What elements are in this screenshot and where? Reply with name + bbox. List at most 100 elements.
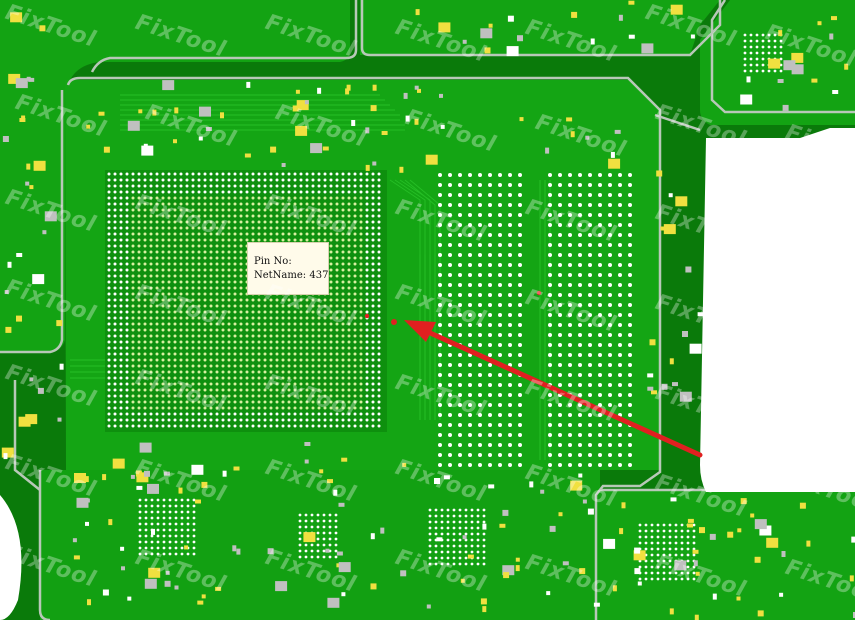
bga-ball[interactable] (341, 346, 345, 350)
bga-ball[interactable] (588, 323, 592, 327)
component-pad[interactable] (372, 161, 377, 166)
bga-ball[interactable] (628, 463, 632, 467)
bga-ball[interactable] (215, 352, 219, 356)
bga-ball[interactable] (203, 226, 207, 230)
bga-ball[interactable] (137, 208, 141, 212)
bga-ball[interactable] (119, 394, 123, 398)
bga-ball[interactable] (353, 412, 357, 416)
bga-ball[interactable] (428, 508, 432, 512)
bga-ball[interactable] (287, 418, 291, 422)
bga-ball[interactable] (434, 532, 438, 536)
bga-ball[interactable] (311, 418, 315, 422)
bga-ball[interactable] (548, 343, 552, 347)
bga-ball[interactable] (305, 388, 309, 392)
bga-ball[interactable] (498, 183, 502, 187)
bga-ball[interactable] (245, 400, 249, 404)
bga-ball[interactable] (203, 244, 207, 248)
bga-ball[interactable] (125, 376, 129, 380)
component-pad[interactable] (578, 473, 583, 478)
bga-ball[interactable] (287, 424, 291, 428)
bga-ball[interactable] (488, 393, 492, 397)
bga-ball[interactable] (185, 424, 189, 428)
bga-ball[interactable] (482, 544, 486, 548)
bga-ball[interactable] (131, 298, 135, 302)
bga-ball[interactable] (365, 406, 369, 410)
bga-ball[interactable] (335, 268, 339, 272)
bga-ball[interactable] (257, 364, 261, 368)
bga-ball[interactable] (438, 343, 442, 347)
bga-ball[interactable] (478, 303, 482, 307)
bga-ball[interactable] (227, 298, 231, 302)
component-pad[interactable] (381, 131, 388, 135)
bga-ball[interactable] (448, 243, 452, 247)
component-pad[interactable] (712, 593, 717, 600)
bga-ball[interactable] (173, 394, 177, 398)
bga-ball[interactable] (335, 190, 339, 194)
bga-ball[interactable] (209, 406, 213, 410)
component-pad[interactable] (549, 525, 556, 532)
bga-ball[interactable] (119, 202, 123, 206)
bga-ball[interactable] (239, 394, 243, 398)
bga-ball[interactable] (287, 214, 291, 218)
bga-ball[interactable] (608, 373, 612, 377)
bga-ball[interactable] (468, 383, 472, 387)
bga-ball[interactable] (508, 223, 512, 227)
bga-ball[interactable] (143, 274, 147, 278)
bga-ball[interactable] (478, 413, 482, 417)
bga-ball[interactable] (518, 323, 522, 327)
bga-ball[interactable] (275, 316, 279, 320)
bga-ball[interactable] (299, 358, 303, 362)
bga-ball[interactable] (322, 537, 326, 541)
component-pad[interactable] (674, 560, 687, 571)
bga-ball[interactable] (156, 552, 160, 556)
bga-ball[interactable] (476, 514, 480, 518)
bga-ball[interactable] (239, 172, 243, 176)
bga-ball[interactable] (680, 571, 684, 575)
bga-ball[interactable] (299, 178, 303, 182)
bga-ball[interactable] (578, 323, 582, 327)
bga-ball[interactable] (245, 238, 249, 242)
bga-ball[interactable] (180, 498, 184, 502)
bga-ball[interactable] (323, 382, 327, 386)
bga-ball[interactable] (749, 33, 753, 37)
bga-ball[interactable] (438, 383, 442, 387)
bga-ball[interactable] (446, 556, 450, 560)
bga-ball[interactable] (143, 262, 147, 266)
bga-ball[interactable] (578, 223, 582, 227)
bga-ball[interactable] (107, 178, 111, 182)
bga-ball[interactable] (161, 376, 165, 380)
bga-ball[interactable] (137, 262, 141, 266)
bga-ball[interactable] (119, 316, 123, 320)
bga-ball[interactable] (197, 190, 201, 194)
bga-ball[interactable] (221, 322, 225, 326)
bga-ball[interactable] (209, 208, 213, 212)
bga-ball[interactable] (341, 268, 345, 272)
bga-ball[interactable] (482, 562, 486, 566)
bga-ball[interactable] (468, 173, 472, 177)
bga-ball[interactable] (275, 358, 279, 362)
bga-ball[interactable] (257, 382, 261, 386)
bga-ball[interactable] (203, 190, 207, 194)
bga-ball[interactable] (365, 346, 369, 350)
bga-ball[interactable] (179, 388, 183, 392)
bga-ball[interactable] (458, 403, 462, 407)
component-pad[interactable] (281, 163, 286, 167)
bga-secondary-chip[interactable] (438, 173, 632, 467)
bga-ball[interactable] (608, 393, 612, 397)
bga-ball[interactable] (359, 370, 363, 374)
bga-ball[interactable] (468, 273, 472, 277)
bga-ball[interactable] (365, 250, 369, 254)
bga-ball[interactable] (257, 214, 261, 218)
component-pad[interactable] (619, 528, 624, 535)
bga-ball[interactable] (293, 232, 297, 236)
bga-ball[interactable] (167, 202, 171, 206)
bga-ball[interactable] (191, 424, 195, 428)
bga-ball[interactable] (488, 423, 492, 427)
bga-ball[interactable] (161, 346, 165, 350)
bga-ball[interactable] (119, 424, 123, 428)
bga-ball[interactable] (233, 292, 237, 296)
bga-ball[interactable] (203, 286, 207, 290)
bga-ball[interactable] (167, 406, 171, 410)
bga-ball[interactable] (239, 328, 243, 332)
bga-ball[interactable] (347, 352, 351, 356)
